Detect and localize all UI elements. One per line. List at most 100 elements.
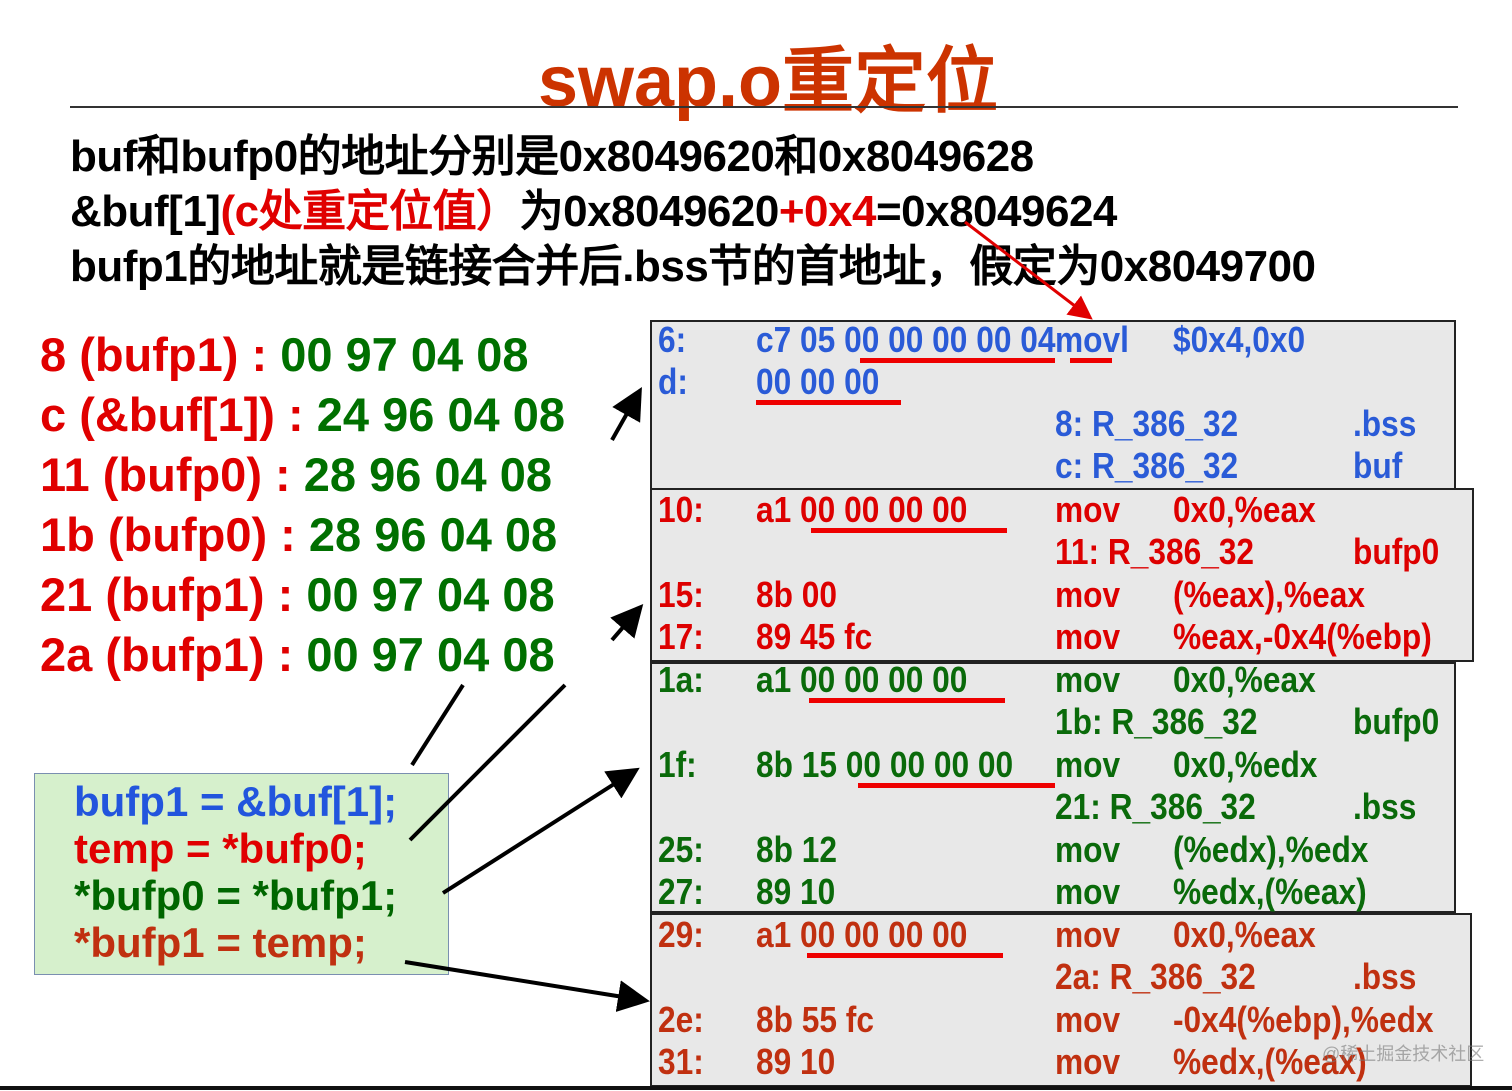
disassembly-block bbox=[650, 488, 1474, 662]
instr-mnemonic: mov bbox=[1055, 1041, 1121, 1082]
instr-bytes: 89 45 fc bbox=[756, 616, 873, 657]
connector-line-1 bbox=[410, 683, 465, 767]
reloc-label: 11 (bufp0) : bbox=[40, 448, 304, 501]
instr-mnemonic: movl bbox=[1055, 319, 1129, 360]
arrow-to-block4 bbox=[404, 960, 650, 1012]
instr-address: 25: bbox=[658, 829, 704, 870]
reloc-bytes: 00 97 04 08 bbox=[306, 568, 555, 621]
text-line-3: bufp1的地址就是链接合并后.bss节的首地址，假定为0x8049700 bbox=[70, 242, 1316, 291]
reloc-entry: 1b: R_386_32 bbox=[1055, 701, 1258, 742]
reloc-label: c (&buf[1]) : bbox=[40, 388, 317, 441]
instr-address: d: bbox=[658, 361, 688, 402]
reloc-value-item: c (&buf[1]) : 24 96 04 08 bbox=[40, 387, 565, 442]
red-arrow bbox=[964, 220, 1093, 320]
instr-address: 27: bbox=[658, 871, 704, 912]
base-addr: 为0x8049620 bbox=[519, 187, 780, 236]
source-line: *bufp0 = *bufp1; bbox=[74, 872, 398, 919]
instr-mnemonic: mov bbox=[1055, 829, 1121, 870]
instr-address: 29: bbox=[658, 914, 704, 955]
reloc-label: 2a (bufp1) : bbox=[40, 628, 307, 681]
reloc-entry: c: R_386_32 bbox=[1055, 445, 1239, 486]
instr-operands: %edx,(%eax) bbox=[1173, 1041, 1367, 1082]
reloc-symbol: .bss bbox=[1353, 403, 1417, 444]
instr-operands: 0x0,%edx bbox=[1173, 744, 1318, 785]
arrow-to-block3 bbox=[441, 767, 640, 895]
instr-operands: 0x0,%eax bbox=[1173, 489, 1316, 530]
reloc-value-item: 11 (bufp0) : 28 96 04 08 bbox=[40, 447, 552, 502]
reloc-underline bbox=[860, 358, 1055, 363]
instr-operands: -0x4(%ebp),%edx bbox=[1173, 999, 1434, 1040]
reloc-underline bbox=[1070, 358, 1112, 363]
reloc-value-item: 8 (bufp1) : 00 97 04 08 bbox=[40, 327, 528, 382]
reloc-underline bbox=[858, 783, 1055, 788]
text-line-2: &buf[1](c处重定位值）为0x8049620+0x4=0x8049624 bbox=[70, 175, 1117, 239]
instr-address: 1a: bbox=[658, 659, 704, 700]
instr-bytes: 8b 55 fc bbox=[756, 999, 874, 1040]
reloc-symbol: .bss bbox=[1353, 956, 1417, 997]
instr-bytes: a1 00 00 00 00 bbox=[756, 914, 968, 955]
disassembly-block bbox=[650, 320, 1456, 490]
reloc-underline bbox=[811, 528, 1007, 533]
reloc-underline bbox=[809, 698, 1005, 703]
instr-operands: (%edx),%edx bbox=[1173, 829, 1369, 870]
reloc-value-item: 21 (bufp1) : 00 97 04 08 bbox=[40, 567, 555, 622]
instr-address: 17: bbox=[658, 616, 704, 657]
instr-operands: (%eax),%eax bbox=[1173, 574, 1365, 615]
disassembly-block bbox=[650, 913, 1472, 1087]
reloc-value-item: 2a (bufp1) : 00 97 04 08 bbox=[40, 627, 555, 682]
instr-operands: 0x0,%eax bbox=[1173, 914, 1316, 955]
instr-operands: 0x0,%eax bbox=[1173, 659, 1316, 700]
reloc-underline bbox=[756, 400, 901, 405]
instr-address: 15: bbox=[658, 574, 704, 615]
watermark: @稀土掘金技术社区 bbox=[1322, 1044, 1485, 1064]
reloc-entry: 11: R_386_32 bbox=[1055, 531, 1255, 572]
arrow-to-block1 bbox=[610, 387, 642, 441]
instr-bytes: 89 10 bbox=[756, 871, 836, 912]
instr-mnemonic: mov bbox=[1055, 914, 1121, 955]
offset: +0x4 bbox=[778, 187, 877, 236]
instr-bytes: 8b 15 00 00 00 00 bbox=[756, 744, 1014, 785]
source-code-box bbox=[34, 773, 449, 975]
connector-line-2 bbox=[408, 683, 567, 842]
reloc-value-item: 1b (bufp0) : 28 96 04 08 bbox=[40, 507, 557, 562]
instr-operands: %eax,-0x4(%ebp) bbox=[1173, 616, 1432, 657]
reloc-label: 21 (bufp1) : bbox=[40, 568, 307, 621]
instr-mnemonic: mov bbox=[1055, 871, 1121, 912]
reloc-entry: 2a: R_386_32 bbox=[1055, 956, 1256, 997]
arrow-to-block2 bbox=[610, 603, 644, 642]
instr-address: 1f: bbox=[658, 744, 697, 785]
result-addr: =0x8049624 bbox=[875, 187, 1117, 236]
instr-address: 2e: bbox=[658, 999, 704, 1040]
bottom-border bbox=[0, 1086, 1512, 1090]
instr-operands: %edx,(%eax) bbox=[1173, 871, 1367, 912]
instr-mnemonic: mov bbox=[1055, 999, 1121, 1040]
reloc-symbol: bufp0 bbox=[1353, 531, 1440, 572]
instr-bytes: c7 05 00 00 00 00 04 bbox=[756, 319, 1056, 360]
reloc-underline bbox=[807, 953, 1003, 958]
reloc-bytes: 28 96 04 08 bbox=[303, 448, 553, 501]
instr-bytes: 8b 12 bbox=[756, 829, 838, 870]
reloc-bytes: 28 96 04 08 bbox=[308, 508, 558, 561]
reloc-bytes: 00 97 04 08 bbox=[306, 628, 555, 681]
instr-bytes: 89 10 bbox=[756, 1041, 836, 1082]
instr-bytes: 00 00 00 bbox=[756, 361, 880, 402]
title-divider bbox=[70, 106, 1458, 108]
buf1-expr: &buf[1] bbox=[70, 187, 221, 236]
reloc-bytes: 24 96 04 08 bbox=[316, 388, 566, 441]
source-line: *bufp1 = temp; bbox=[74, 919, 367, 966]
instr-bytes: a1 00 00 00 00 bbox=[756, 489, 968, 530]
instr-operands: $0x4,0x0 bbox=[1173, 319, 1306, 360]
reloc-symbol: buf bbox=[1353, 445, 1403, 486]
instr-address: 6: bbox=[658, 319, 687, 360]
source-line: temp = *bufp0; bbox=[74, 825, 367, 872]
reloc-bytes: 00 97 04 08 bbox=[280, 328, 529, 381]
instr-bytes: a1 00 00 00 00 bbox=[756, 659, 968, 700]
instr-mnemonic: mov bbox=[1055, 616, 1121, 657]
reloc-symbol: bufp0 bbox=[1353, 701, 1440, 742]
reloc-entry: 8: R_386_32 bbox=[1055, 403, 1239, 444]
instr-mnemonic: mov bbox=[1055, 574, 1121, 615]
instr-address: 31: bbox=[658, 1041, 704, 1082]
instr-address: 10: bbox=[658, 489, 704, 530]
reloc-note: (c处重定位值） bbox=[220, 187, 520, 236]
